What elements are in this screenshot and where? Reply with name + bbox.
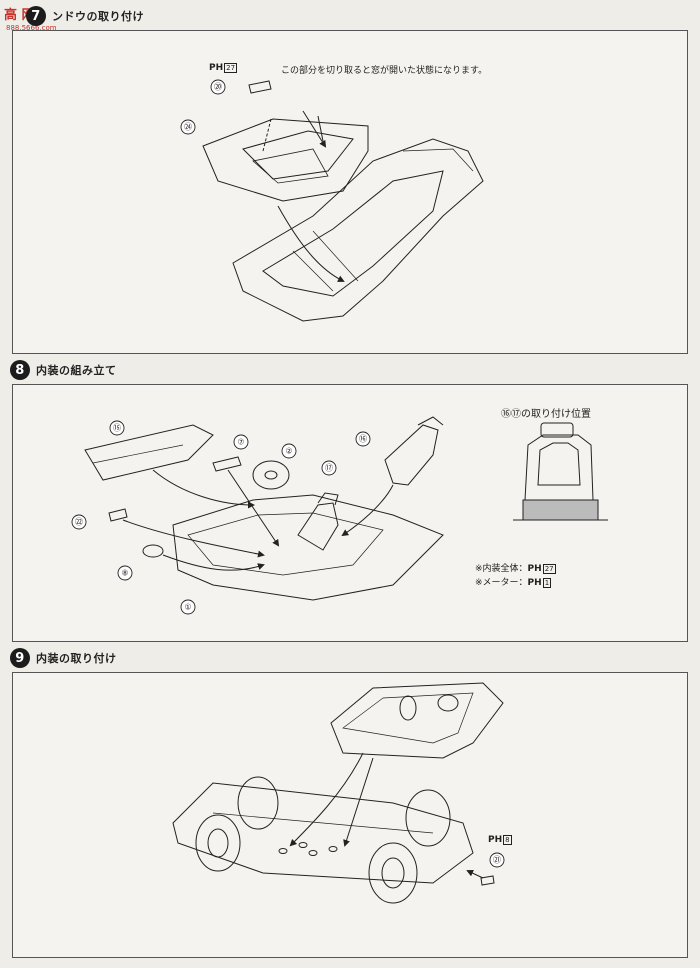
part-8-label: ⑧ bbox=[121, 569, 128, 578]
step-8-diagram: ⑮ ⑦ ② ⑯ ⑰ ㉒ ⑧ ① bbox=[71, 416, 608, 615]
part-7-label: ⑦ bbox=[237, 438, 244, 447]
step-9-heading: 9 内装の取り付け bbox=[10, 646, 117, 670]
part-8-callout bbox=[117, 565, 133, 581]
part-16-callout bbox=[355, 431, 371, 447]
step-7-number: 7 bbox=[26, 6, 46, 26]
step-9-title: 内装の取り付け bbox=[36, 652, 117, 665]
part-17-label: ⑰ bbox=[325, 464, 333, 473]
step-8-number: 8 bbox=[10, 360, 30, 380]
part-15-label: ⑮ bbox=[113, 424, 121, 433]
part-24-callout bbox=[180, 119, 196, 135]
step-7-diagram: ⑳ ㉔ bbox=[180, 79, 484, 322]
step-8-heading: 8 内装の組み立て bbox=[10, 358, 117, 382]
part-16-label: ⑯ bbox=[359, 435, 367, 444]
step-9-number: 9 bbox=[10, 648, 30, 668]
part-21-callout bbox=[489, 852, 505, 868]
step-7-title: ンドウの取り付け bbox=[52, 10, 144, 23]
part-21-label: ㉑ bbox=[493, 856, 501, 865]
part-7-callout bbox=[233, 434, 249, 450]
part-15-callout bbox=[109, 420, 125, 436]
step-7-heading: 7 ンドウの取り付け bbox=[26, 4, 144, 28]
part-17-callout bbox=[321, 460, 337, 476]
seat-position-label: ⑯⑰の取り付け位置 bbox=[501, 409, 591, 420]
part-20-label: ⑳ bbox=[214, 83, 222, 92]
part-20-callout bbox=[210, 79, 226, 95]
step-8-title: 内装の組み立て bbox=[36, 364, 117, 377]
step-9-diagram: ㉑ bbox=[172, 682, 505, 904]
step-7-cut-note: この部分を切り取ると窓が開いた状態になります。 bbox=[281, 66, 488, 76]
part-22-callout bbox=[71, 514, 87, 530]
part-1-label: ① bbox=[184, 603, 191, 612]
part-2-label: ② bbox=[285, 447, 292, 456]
part-22-label: ㉒ bbox=[75, 518, 83, 527]
watermark-url: 888.5666.com bbox=[6, 24, 57, 32]
part-2-callout bbox=[281, 443, 297, 459]
part-1-callout bbox=[180, 599, 196, 615]
part-24-label: ㉔ bbox=[184, 123, 192, 132]
